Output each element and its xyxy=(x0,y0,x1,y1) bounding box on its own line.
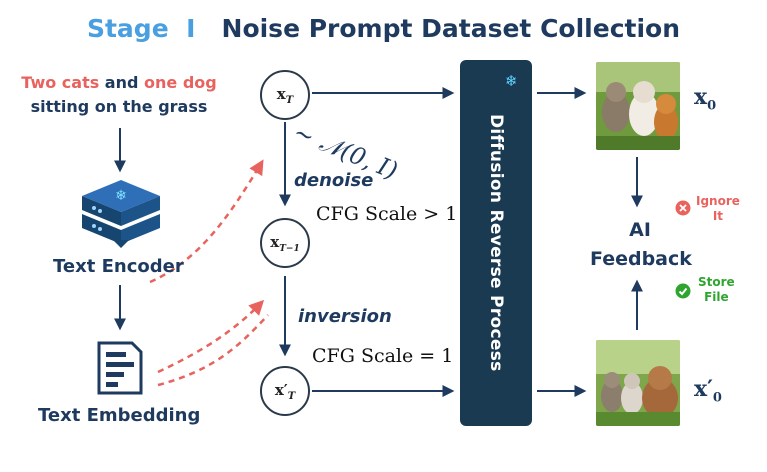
diffusion-panel xyxy=(460,60,532,426)
text-encoder-label: Text Encoder xyxy=(53,256,184,277)
cfg-scale-high-label: CFG Scale > 1 xyxy=(316,203,458,225)
node-x-T1-symbol: x xyxy=(270,232,280,251)
prompt-line-1: Two cats and one dog xyxy=(8,71,230,95)
store-line-2: File xyxy=(704,290,729,304)
text-encoder-icon: ❄ xyxy=(82,180,160,248)
denoise-label: denoise xyxy=(294,170,374,191)
dashed-arrow-embedding-to-inversion xyxy=(157,299,265,374)
node-x-T1-subscript: T−1 xyxy=(279,243,300,254)
snowflake-icon: ❄ xyxy=(505,72,518,90)
inversion-label: inversion xyxy=(298,306,392,327)
store-label: Store File xyxy=(698,275,735,305)
ai-feedback-line-1: AI xyxy=(629,219,651,241)
generated-image-x0 xyxy=(596,62,680,150)
node-x-T-symbol: x xyxy=(276,84,286,103)
prompt-highlight-cats: Two cats xyxy=(21,73,100,92)
prompt-connector: and xyxy=(99,73,145,92)
output-x0-label: x0 xyxy=(694,84,716,113)
diagram-title: Stage I Noise Prompt Dataset Collection xyxy=(0,14,767,43)
store-line-1: Store xyxy=(698,275,735,289)
dashed-arrow-embedding-lower xyxy=(157,314,269,387)
output-x0p-subscript: 0 xyxy=(712,390,722,406)
title-text: Noise Prompt Dataset Collection xyxy=(221,14,681,43)
prompt-highlight-dog: one dog xyxy=(144,73,217,92)
generated-image-x0-prime xyxy=(596,340,680,426)
node-x-Tp-symbol: x′ xyxy=(274,380,288,399)
node-x-T-prime: x′T xyxy=(260,366,310,416)
node-x-Tp-subscript: T xyxy=(287,390,296,402)
node-x-T-subscript: T xyxy=(285,94,294,106)
svg-text:❄: ❄ xyxy=(115,188,127,204)
output-x0-symbol: x xyxy=(694,84,708,110)
prompt-line-2: sitting on the grass xyxy=(30,97,208,116)
text-prompt: Two cats and one dog sitting on the gras… xyxy=(8,71,230,119)
output-x0-subscript: 0 xyxy=(707,98,717,114)
node-x-T: xT xyxy=(260,70,310,120)
stage-label: Stage I xyxy=(87,14,195,43)
ignore-label: Ignore It xyxy=(696,194,740,224)
stage-numeral: I xyxy=(186,14,196,43)
cfg-scale-low-label: CFG Scale = 1 xyxy=(312,345,454,367)
diffusion-panel-text: Diffusion Reverse Process xyxy=(460,60,532,426)
ignore-line-2: It xyxy=(712,209,724,223)
stage-word: Stage xyxy=(86,14,169,43)
ai-feedback-line-2: Feedback xyxy=(590,248,692,270)
ai-feedback-label: AI Feedback xyxy=(590,216,692,274)
dashed-arrow-encoder-to-noise xyxy=(149,159,264,284)
text-embedding-label: Text Embedding xyxy=(38,405,201,426)
diffusion-panel-label: Diffusion Reverse Process xyxy=(486,114,506,372)
node-x-T-minus-1: xT−1 xyxy=(260,218,310,268)
reject-icon xyxy=(675,200,691,216)
accept-icon xyxy=(675,283,691,299)
ignore-line-1: Ignore xyxy=(696,194,740,208)
document-icon xyxy=(97,341,143,395)
output-x0p-symbol: x′ xyxy=(694,376,713,402)
output-x0-prime-label: x′0 xyxy=(694,376,722,405)
